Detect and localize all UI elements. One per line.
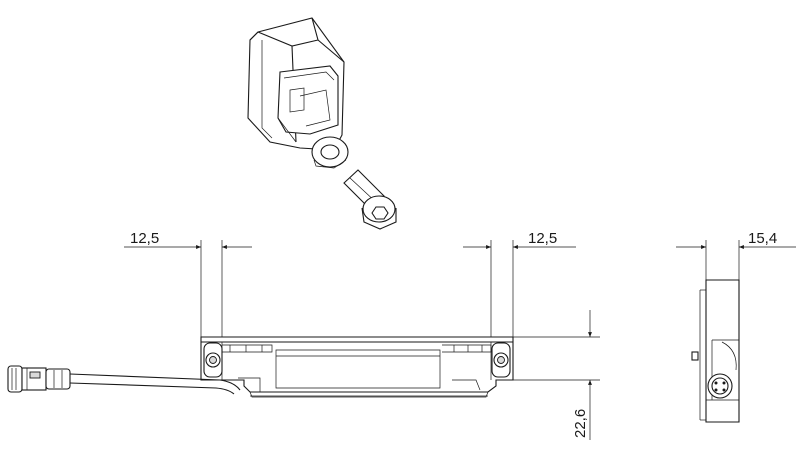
dimension-height-label: 22,6 [572,409,589,438]
dimension-right-offset: 12,5 [463,230,576,340]
dimension-left-offset: 12,5 [124,230,252,340]
dimension-right-offset-label: 12,5 [528,230,557,247]
dimension-left-offset-label: 12,5 [130,230,159,247]
side-view [691,279,740,423]
m8-connector [7,365,71,393]
cable [69,373,241,395]
sensor-housing [200,336,514,398]
left-mount-screw [203,342,223,378]
washer [311,136,349,169]
dimension-height: 22,6 [510,310,600,440]
right-mount-screw [491,342,511,378]
hex-socket-screw [343,169,397,230]
mounting-bracket [247,17,345,151]
dimension-side-width-label: 15,4 [748,230,777,247]
